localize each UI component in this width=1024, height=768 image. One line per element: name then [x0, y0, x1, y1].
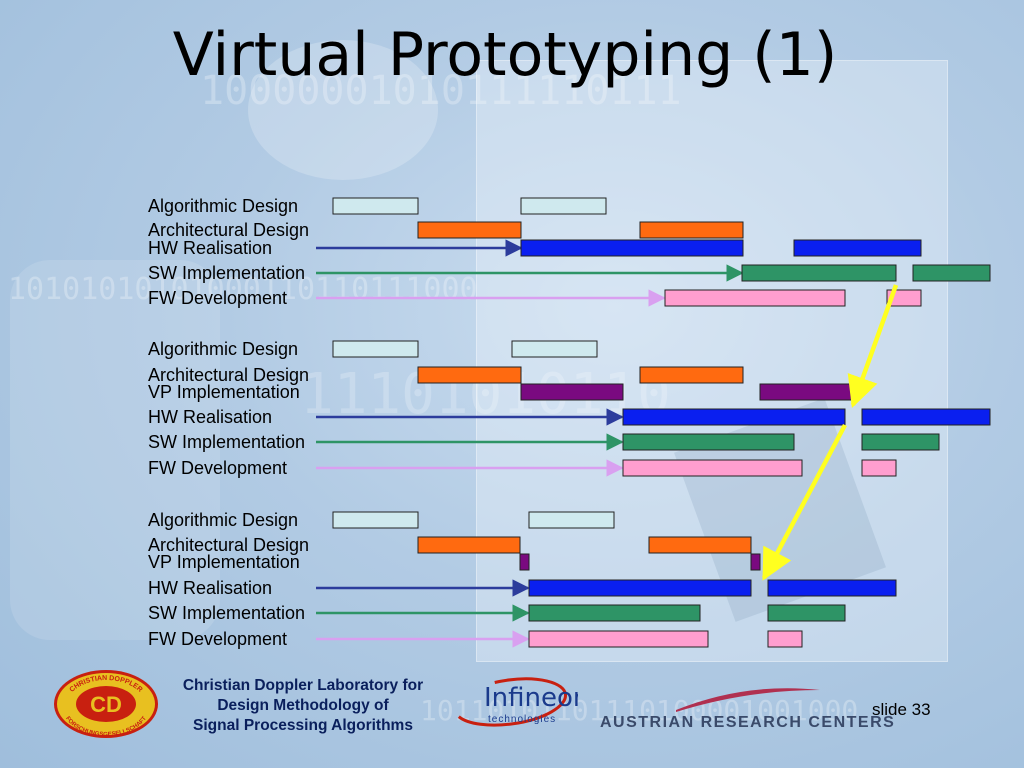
task-bar [528, 630, 709, 648]
task-label: VP Implementation [148, 382, 300, 402]
task-bar [622, 459, 803, 477]
task-bar [861, 408, 991, 426]
task-label: FW Development [148, 288, 288, 308]
task-label: Algorithmic Design [148, 510, 299, 530]
task-label: Algorithmic Design [148, 339, 299, 359]
lab-name: Christian Doppler Laboratory for Design … [162, 676, 444, 736]
task-bar [528, 579, 752, 597]
task-bar [520, 383, 624, 401]
task-bar [622, 408, 846, 426]
task-label: HW Realisation [148, 238, 273, 258]
task-bar [520, 197, 607, 215]
task-bar [332, 340, 419, 358]
task-label: HW Realisation [148, 578, 273, 598]
task-bar [912, 264, 991, 282]
task-bar [639, 366, 744, 384]
task-bar [767, 604, 846, 622]
task-label: HW Realisation [148, 407, 273, 427]
background-binary: 10110101101110100001001000 [420, 694, 859, 727]
task-bar [861, 459, 897, 477]
task-bar [528, 511, 615, 529]
task-label: Architectural Design [148, 535, 310, 555]
task-bar [886, 289, 922, 307]
shift-arrow [762, 423, 847, 581]
task-label: Architectural Design [148, 365, 310, 385]
task-bar [759, 383, 854, 401]
task-bar [332, 511, 419, 529]
infineon-logo: Infineon technologies [452, 677, 578, 727]
task-label: FW Development [148, 458, 288, 478]
lab-name-line: Signal Processing Algorithms [193, 717, 413, 734]
task-bar [648, 536, 752, 554]
background-phone [10, 260, 220, 640]
task-bar [520, 239, 744, 257]
task-bar [750, 553, 761, 571]
task-bar [741, 264, 897, 282]
task-bar [664, 289, 846, 307]
task-label: Algorithmic Design [148, 196, 299, 216]
lab-name-line: Design Methodology of [217, 697, 389, 714]
task-bar [861, 433, 940, 451]
task-bar [793, 239, 922, 257]
task-label: SW Implementation [148, 263, 306, 283]
austrian-research-centers-swoosh [676, 688, 820, 712]
task-bar [528, 604, 701, 622]
shift-arrow [847, 284, 899, 408]
background-binary: 10101010101000110110111000 [8, 272, 478, 307]
svg-text:Infineon: Infineon [484, 683, 578, 713]
task-bar [511, 340, 598, 358]
task-bar [519, 553, 530, 571]
background-disc [248, 40, 438, 180]
task-bar [417, 366, 522, 384]
lab-name-line: Christian Doppler Laboratory for [182, 677, 424, 694]
task-label: SW Implementation [148, 432, 306, 452]
task-label: VP Implementation [148, 552, 300, 572]
task-bar [417, 221, 522, 239]
svg-text:technologies: technologies [488, 714, 556, 725]
svg-text:CD: CD [90, 692, 122, 717]
task-label: Architectural Design [148, 220, 310, 240]
background-binary: 10000001010111110111 [200, 68, 682, 114]
task-bar [332, 197, 419, 215]
task-bar [767, 579, 897, 597]
austrian-research-centers-logo: AUSTRIAN RESEARCH CENTERS [600, 714, 896, 731]
task-bar [767, 630, 803, 648]
slide-title: Virtual Prototyping (1) [172, 20, 838, 90]
task-bar [417, 536, 521, 554]
task-bar [639, 221, 744, 239]
cd-seal-logo: CHRISTIAN DOPPLER FORSCHUNGSGESELLSCHAFT… [54, 670, 158, 738]
task-label: SW Implementation [148, 603, 306, 623]
task-bar [622, 433, 795, 451]
task-label: FW Development [148, 629, 288, 649]
slide-number: slide 33 [872, 700, 931, 719]
